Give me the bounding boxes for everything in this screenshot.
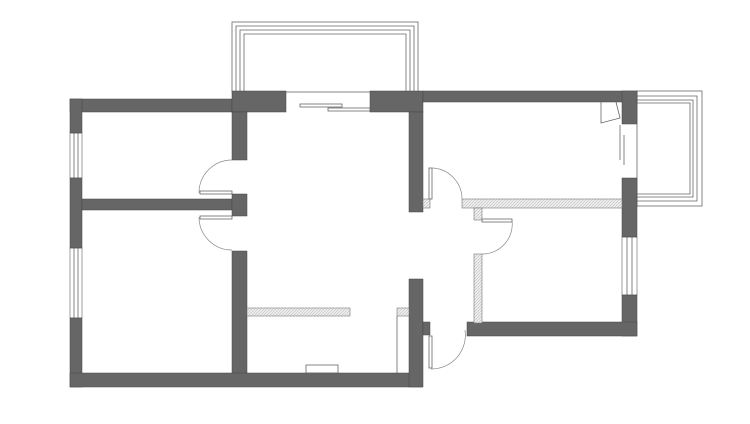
left-windows bbox=[69, 132, 638, 319]
walls bbox=[69, 90, 638, 388]
right-balcony bbox=[636, 90, 703, 207]
partitions bbox=[246, 198, 623, 324]
top-balcony bbox=[231, 21, 419, 93]
sliding-door bbox=[299, 103, 371, 112]
doors bbox=[198, 159, 513, 370]
fixtures bbox=[305, 101, 625, 374]
